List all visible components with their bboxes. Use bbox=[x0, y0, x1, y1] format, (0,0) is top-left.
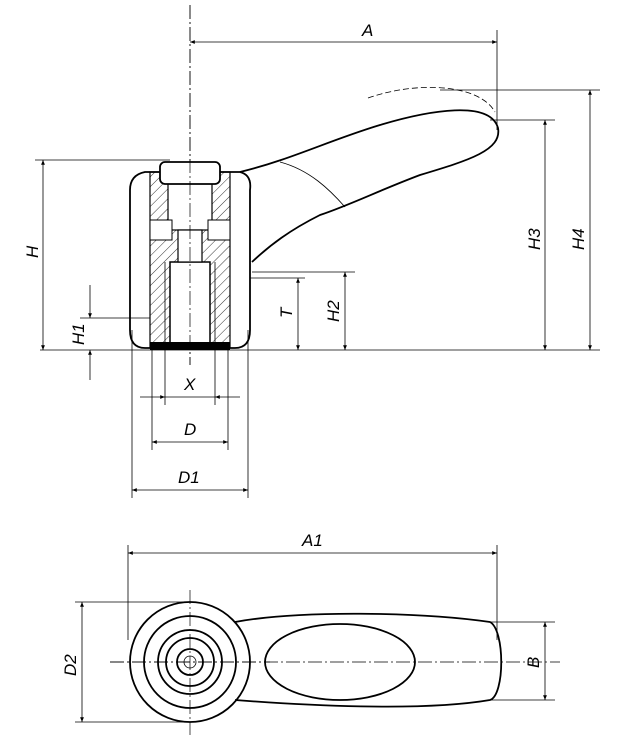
clamp-body bbox=[129, 171, 252, 349]
ring-left bbox=[149, 219, 173, 241]
lever-arm bbox=[239, 109, 500, 263]
label-a: A bbox=[361, 21, 373, 40]
ring-right bbox=[207, 219, 231, 241]
label-b: B bbox=[524, 657, 543, 668]
label-h2: H2 bbox=[324, 300, 343, 322]
label-d: D bbox=[184, 420, 196, 439]
label-h1: H1 bbox=[69, 323, 88, 345]
label-h4: H4 bbox=[569, 228, 588, 250]
lever-edge bbox=[279, 161, 346, 208]
label-h3: H3 bbox=[525, 228, 544, 250]
label-d2: D2 bbox=[61, 654, 80, 676]
top-view: A1 D2 B bbox=[61, 531, 560, 735]
label-d1: D1 bbox=[178, 468, 200, 487]
label-t: T bbox=[277, 306, 296, 318]
label-a1: A1 bbox=[301, 531, 323, 550]
side-view: A H H1 T H2 H3 H4 X D bbox=[23, 5, 600, 498]
lever-outline bbox=[234, 612, 503, 708]
label-h: H bbox=[23, 245, 42, 258]
lever-swing-arc bbox=[367, 86, 496, 113]
label-x: X bbox=[183, 375, 196, 394]
